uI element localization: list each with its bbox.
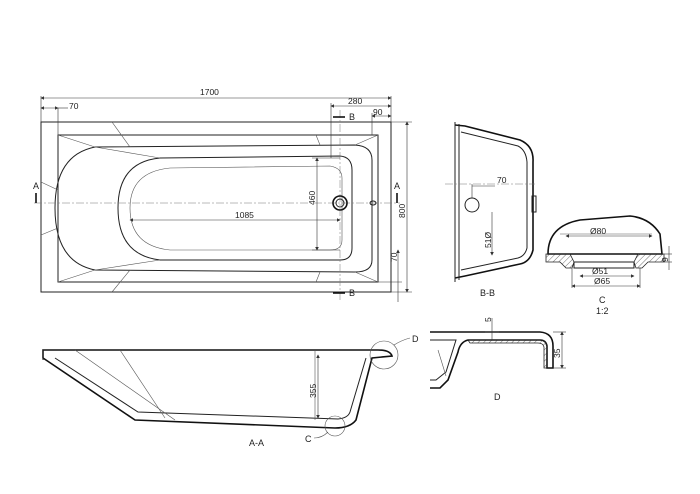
dim-d-5: 5 bbox=[483, 317, 493, 322]
plan-basin-outline bbox=[54, 144, 373, 273]
bb-overflow bbox=[464, 197, 480, 213]
bb-outer-profile bbox=[454, 124, 534, 279]
detail-c: Ø80 Ø51 Ø65 9 C 1:2 bbox=[545, 215, 672, 316]
detail-c-scale: 1:2 bbox=[596, 306, 609, 316]
section-marker-b-bottom: B bbox=[349, 288, 355, 298]
callout-c-label: C bbox=[305, 434, 312, 444]
dim-800: 800 bbox=[397, 204, 407, 218]
dim-bb-51: 51Ø bbox=[483, 232, 493, 248]
dim-c-80: Ø80 bbox=[590, 226, 606, 236]
plan-outer-rim bbox=[40, 121, 392, 293]
overflow-hole bbox=[369, 200, 377, 206]
dim-c-9: 9 bbox=[660, 257, 670, 262]
section-marker-b-top: B bbox=[349, 112, 355, 122]
dim-side-70: 70 bbox=[389, 252, 399, 262]
callout-d-circle bbox=[369, 340, 399, 370]
section-bb-label: B-B bbox=[480, 288, 495, 298]
dim-bb-70: 70 bbox=[497, 175, 507, 185]
detail-d-hatch bbox=[467, 339, 548, 369]
waste-hole bbox=[332, 195, 348, 211]
dim-460: 460 bbox=[307, 191, 317, 205]
detail-c-flange bbox=[573, 261, 635, 269]
detail-c-hatch-left bbox=[545, 253, 575, 269]
plan-view: 1700 70 280 90 B B A A 460 1085 bbox=[33, 87, 412, 302]
section-aa: 355 D C A-A bbox=[42, 334, 419, 448]
detail-d-rim bbox=[430, 339, 457, 381]
detail-d-label: D bbox=[494, 392, 501, 402]
bb-waste-fitting bbox=[531, 195, 537, 213]
detail-c-dome bbox=[547, 215, 663, 255]
detail-c-label: C bbox=[599, 295, 606, 305]
callout-d-label: D bbox=[412, 334, 419, 344]
section-marker-a-left: A bbox=[33, 181, 39, 191]
aa-outer-profile bbox=[42, 349, 394, 429]
dim-280: 280 bbox=[348, 96, 362, 106]
dim-aa-355: 355 bbox=[308, 384, 318, 398]
dim-corner-70: 70 bbox=[69, 101, 79, 111]
aa-inner-profile bbox=[54, 357, 367, 420]
dim-c-65: Ø65 bbox=[594, 276, 610, 286]
callout-c-circle bbox=[324, 415, 346, 437]
section-bb: 70 51Ø B-B bbox=[445, 122, 537, 298]
detail-d: 5 35 D bbox=[430, 317, 566, 402]
dim-1085: 1085 bbox=[235, 210, 254, 220]
bb-inner-profile bbox=[460, 131, 528, 271]
dim-c-51: Ø51 bbox=[592, 266, 608, 276]
plan-floor-inner bbox=[129, 165, 343, 251]
dim-90: 90 bbox=[373, 107, 383, 117]
section-aa-label: A-A bbox=[249, 438, 264, 448]
dim-1700: 1700 bbox=[200, 87, 219, 97]
dim-d-35: 35 bbox=[552, 348, 562, 358]
section-marker-a-right: A bbox=[394, 181, 400, 191]
